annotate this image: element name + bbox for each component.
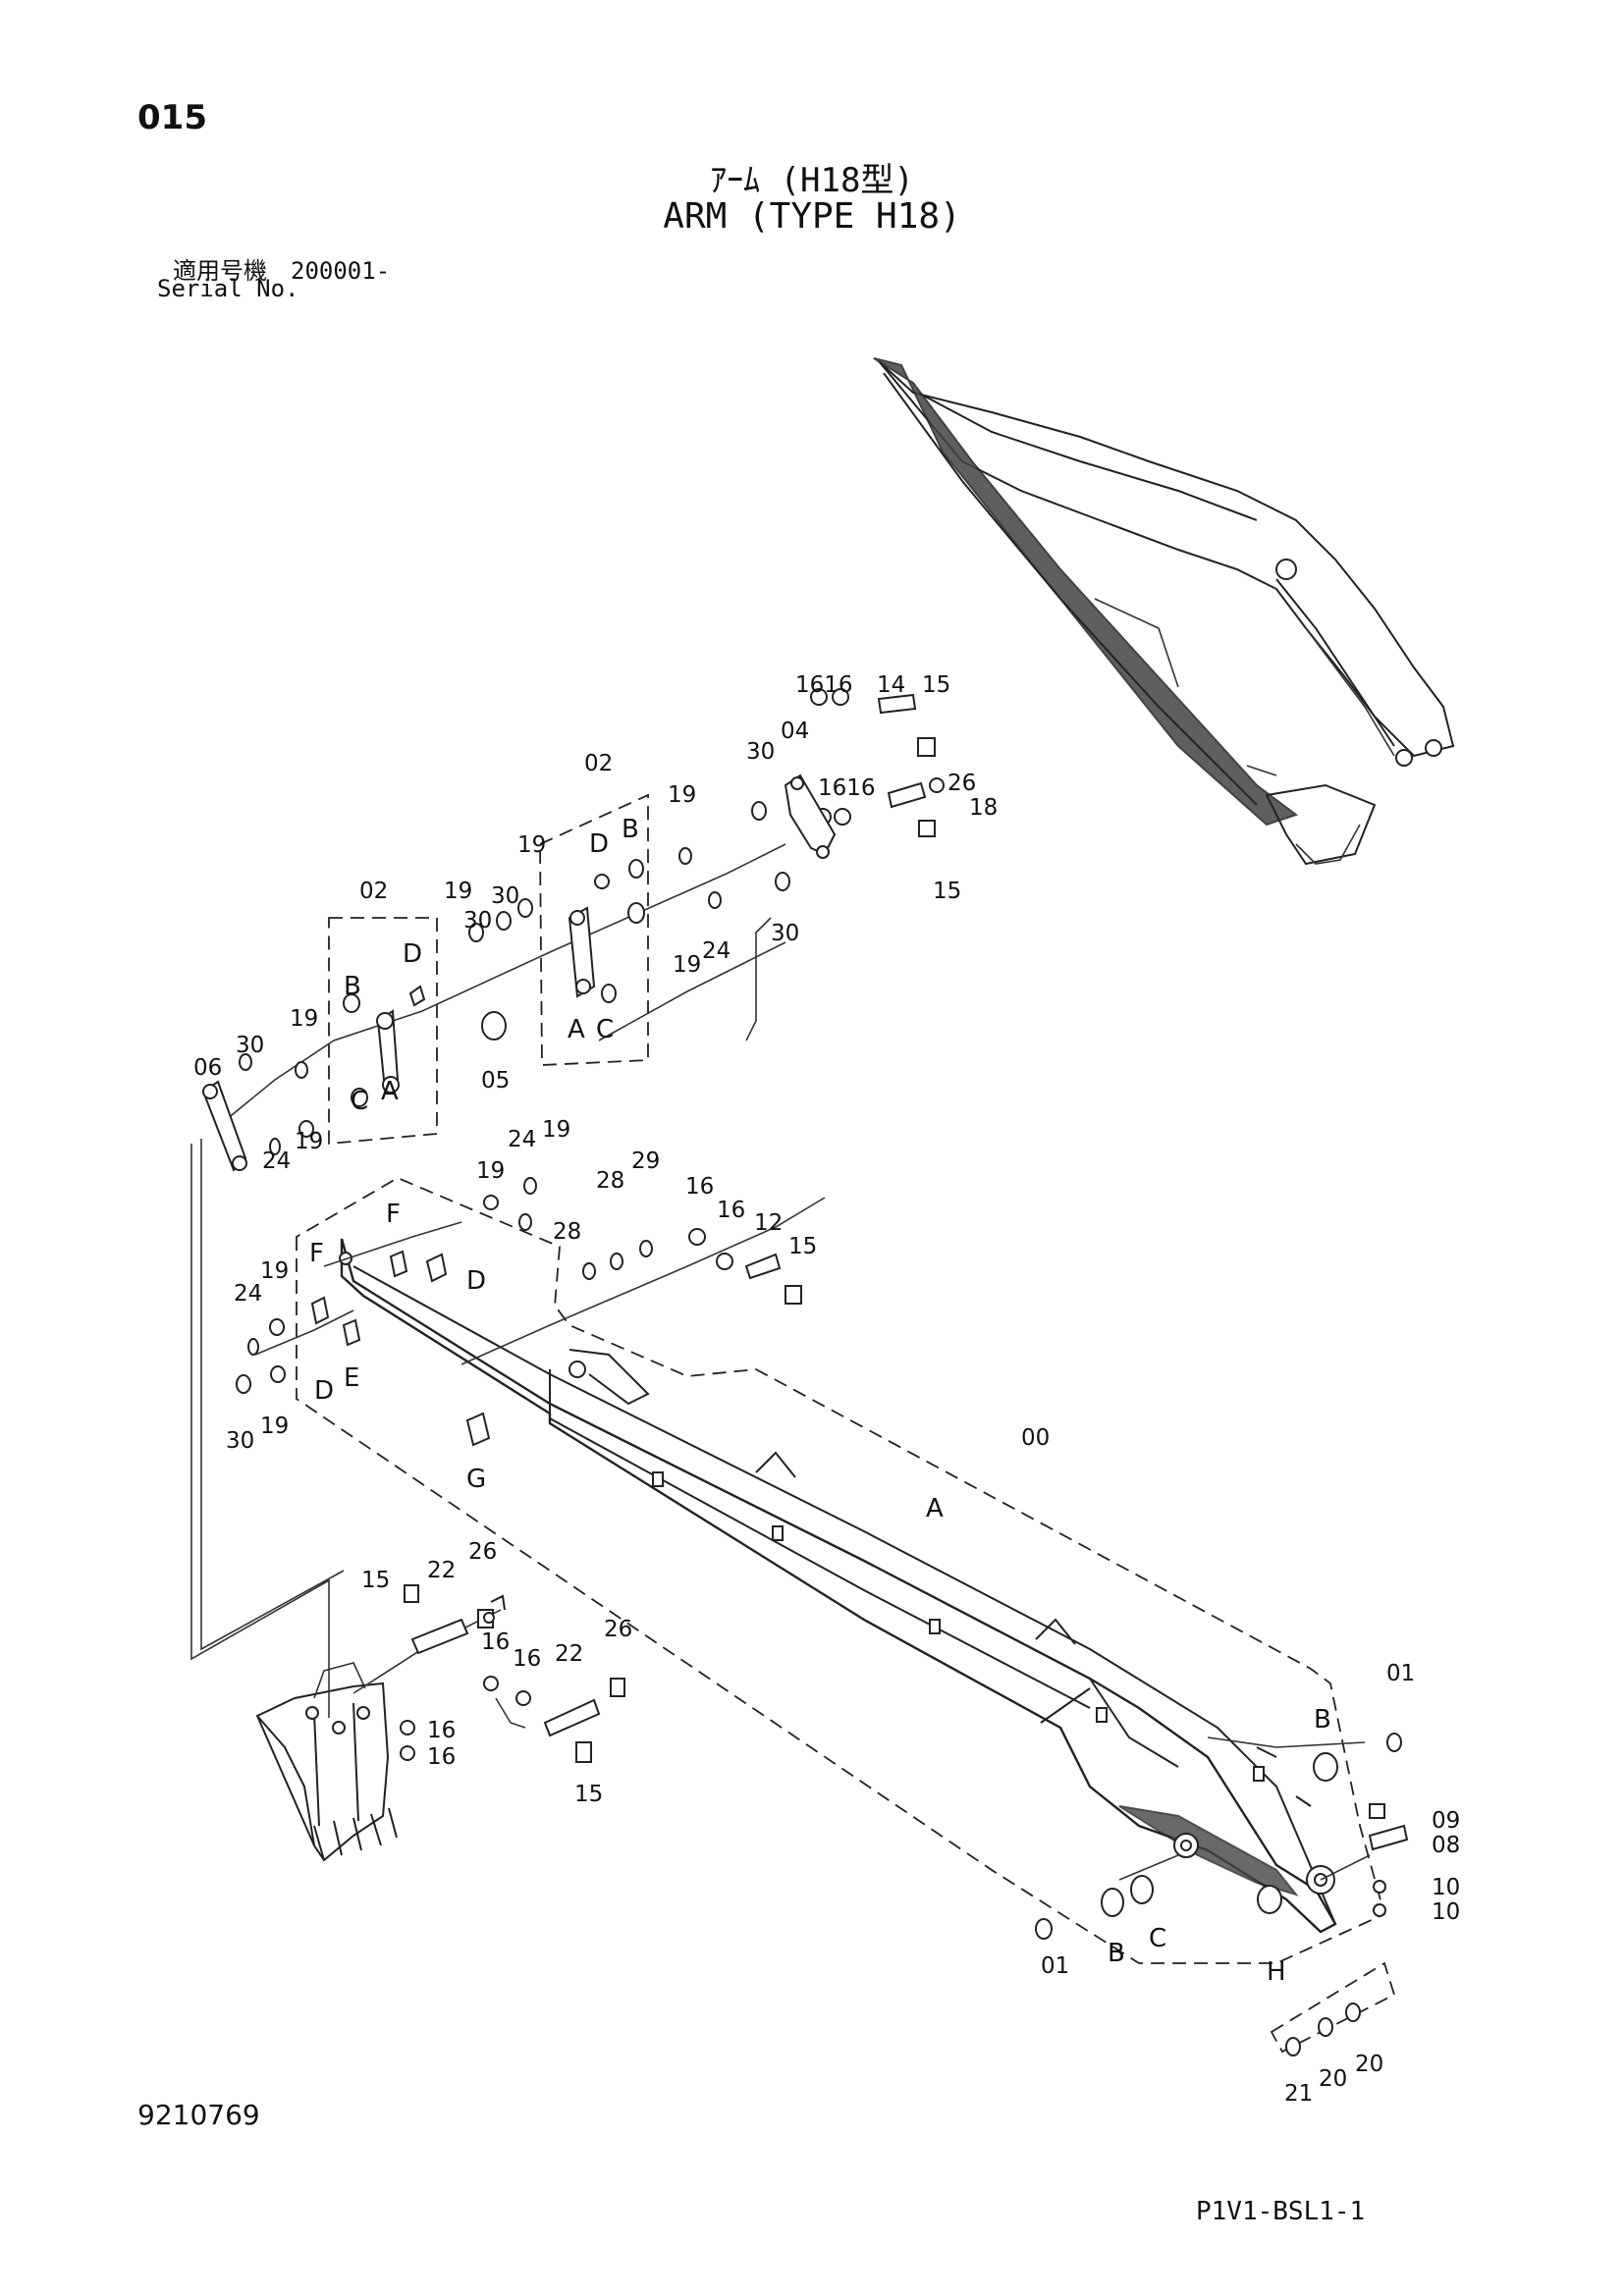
callout-12: 12 bbox=[754, 1210, 783, 1236]
callout-19: 19 bbox=[260, 1258, 289, 1284]
letter-b: B bbox=[344, 972, 361, 1001]
letter-f: F bbox=[386, 1200, 401, 1229]
callout-08: 08 bbox=[1432, 1833, 1460, 1858]
hardware-parts bbox=[201, 688, 1409, 2056]
callout-26: 26 bbox=[947, 771, 976, 796]
callout-05: 05 bbox=[481, 1068, 510, 1094]
callout-30: 30 bbox=[226, 1428, 254, 1454]
callout-15: 15 bbox=[922, 672, 950, 698]
callout-10: 10 bbox=[1432, 1875, 1460, 1900]
callout-19: 19 bbox=[295, 1129, 323, 1154]
callout-28: 28 bbox=[596, 1168, 624, 1194]
callout-22: 22 bbox=[427, 1558, 456, 1583]
callout-19: 19 bbox=[542, 1117, 570, 1143]
page-number: 015 bbox=[137, 98, 207, 137]
dashed-group-outlines bbox=[296, 793, 1396, 2054]
callout-24: 24 bbox=[702, 938, 731, 964]
letter-b: B bbox=[622, 815, 639, 844]
callout-00: 00 bbox=[1021, 1425, 1050, 1451]
letter-a: A bbox=[926, 1494, 944, 1523]
callout-21: 21 bbox=[1284, 2081, 1313, 2107]
arm-body-illustration bbox=[339, 1238, 1337, 1934]
connector-lines bbox=[190, 843, 1371, 1881]
bucket-illustration bbox=[255, 1662, 398, 1862]
callout-30: 30 bbox=[746, 739, 775, 765]
callout-30: 30 bbox=[491, 883, 519, 909]
reference-letters: A A A B B B B C C C D D D D E F F G H bbox=[309, 815, 1331, 1987]
callout-15: 15 bbox=[574, 1782, 603, 1807]
callout-24: 24 bbox=[508, 1127, 536, 1152]
callout-10: 10 bbox=[1432, 1899, 1460, 1925]
callout-18: 18 bbox=[969, 795, 998, 821]
callout-16: 16 bbox=[427, 1744, 456, 1770]
callout-19: 19 bbox=[290, 1006, 318, 1032]
callout-15: 15 bbox=[933, 879, 961, 904]
callout-24: 24 bbox=[262, 1148, 291, 1174]
callout-24: 24 bbox=[234, 1281, 262, 1307]
callout-26: 26 bbox=[604, 1617, 632, 1642]
callout-01: 01 bbox=[1041, 1953, 1069, 1979]
letter-d: D bbox=[314, 1376, 334, 1406]
letter-d: D bbox=[589, 829, 609, 859]
callout-16: 16 bbox=[481, 1629, 510, 1655]
callout-19: 19 bbox=[444, 879, 472, 904]
letter-e: E bbox=[344, 1363, 359, 1393]
callout-20: 20 bbox=[1355, 2052, 1383, 2077]
title-japanese: ｱｰﾑ (H18型) bbox=[710, 161, 914, 200]
serial-label-japanese: 適用号機 200001- bbox=[173, 257, 391, 285]
callout-01: 01 bbox=[1386, 1661, 1415, 1686]
callout-19: 19 bbox=[668, 782, 696, 808]
serial-label-english: Serial No. bbox=[157, 275, 299, 302]
callout-22: 22 bbox=[555, 1641, 583, 1667]
reference-code: P1V1-BSL1-1 bbox=[1196, 2197, 1366, 2226]
letter-f: F bbox=[309, 1239, 324, 1268]
callout-06: 06 bbox=[193, 1055, 222, 1081]
callout-02: 02 bbox=[359, 879, 388, 904]
callout-30: 30 bbox=[771, 921, 799, 946]
callout-04: 04 bbox=[781, 719, 809, 744]
callout-19: 19 bbox=[476, 1158, 505, 1184]
callout-15: 15 bbox=[788, 1234, 817, 1259]
callout-15: 15 bbox=[361, 1568, 390, 1593]
callout-16: 16 bbox=[717, 1198, 745, 1223]
letter-c: C bbox=[1149, 1924, 1166, 1953]
excavator-overview-illustration bbox=[873, 357, 1455, 866]
callout-20: 20 bbox=[1319, 2066, 1347, 2092]
letter-g: G bbox=[466, 1465, 486, 1494]
callout-19: 19 bbox=[673, 952, 701, 978]
callout-16: 1616 bbox=[818, 775, 876, 801]
callout-09: 09 bbox=[1432, 1808, 1460, 1834]
letter-d: D bbox=[403, 939, 422, 969]
callout-16: 16 bbox=[685, 1174, 714, 1200]
callout-02: 02 bbox=[584, 751, 613, 776]
callout-16: 16 bbox=[513, 1646, 541, 1672]
callout-30: 30 bbox=[236, 1033, 264, 1058]
callout-26: 26 bbox=[468, 1539, 497, 1565]
callout-16: 1616 bbox=[795, 672, 853, 698]
title-english: ARM (TYPE H18) bbox=[663, 196, 961, 237]
callout-19: 19 bbox=[517, 832, 546, 858]
letter-a: A bbox=[568, 1015, 585, 1044]
callout-28: 28 bbox=[553, 1219, 581, 1245]
callout-29: 29 bbox=[631, 1148, 660, 1174]
callout-19: 19 bbox=[260, 1414, 289, 1439]
letter-b: B bbox=[1314, 1705, 1331, 1735]
document-number: 9210769 bbox=[137, 2099, 260, 2131]
letter-a: A bbox=[381, 1077, 399, 1106]
callout-labels: 02 02 1616 14 15 04 30 1616 26 18 15 19 … bbox=[193, 672, 1460, 2107]
letter-d: D bbox=[466, 1266, 486, 1296]
callout-14: 14 bbox=[877, 672, 905, 698]
callout-16: 16 bbox=[427, 1718, 456, 1743]
letter-c: C bbox=[596, 1015, 614, 1044]
letter-b: B bbox=[1108, 1939, 1125, 1968]
letter-c: C bbox=[351, 1087, 368, 1116]
callout-30: 30 bbox=[463, 908, 492, 934]
letter-h: H bbox=[1267, 1957, 1286, 1987]
